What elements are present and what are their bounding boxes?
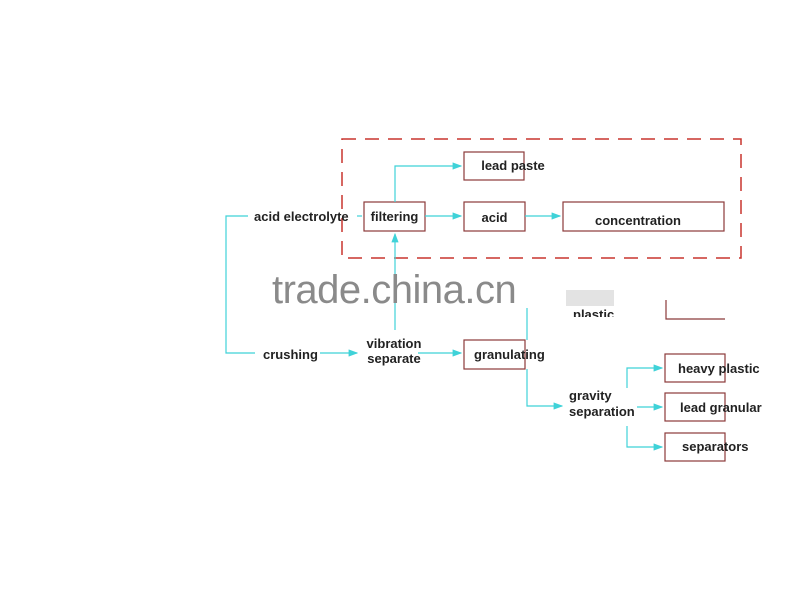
box-lead-granular [664,392,726,422]
label-plastic-partial: plastic [573,307,615,317]
dashed-group-boundary [341,138,742,259]
label-concentration: concentration [595,213,681,228]
label-filtering: filtering [370,209,419,224]
box-granulating [463,339,526,370]
flow-granulating-gravity [526,369,564,410]
flow-loop-left [225,215,255,354]
blurred-region [566,290,614,306]
watermark: trade.china.cn [272,268,517,312]
label-acid: acid [481,210,508,225]
box-heavy-plastic [664,353,726,383]
label-vibration-separate: vibration separate [366,336,422,366]
flow-filtering-leadpaste [394,162,463,202]
label-crushing: crushing [263,347,318,362]
label-lead-granular: lead granular [680,400,762,415]
label-separators: separators [682,439,749,454]
flow-gravity-branch [626,364,664,388]
label-gravity-separation: gravity separation [569,388,635,419]
flow-gravity-separators [626,426,664,451]
label-lead-paste: lead paste [481,158,545,173]
label-heavy-plastic: heavy plastic [678,361,760,376]
box-lead-paste [463,151,525,181]
box-separators [664,432,726,462]
box-partial [665,300,725,320]
label-granulating: granulating [474,347,545,362]
label-acid-electrolyte: acid electrolyte [254,209,349,224]
box-concentration [562,201,725,232]
